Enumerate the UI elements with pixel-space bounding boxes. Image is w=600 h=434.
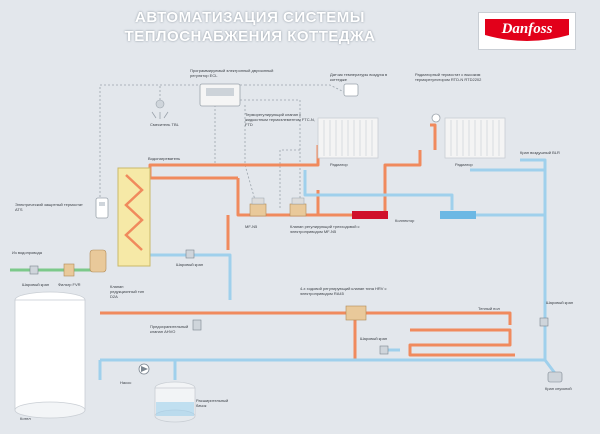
shower-icon: [151, 99, 169, 119]
ball-valve-left-icon: [29, 265, 39, 275]
boiler-heater-icon: [117, 167, 151, 267]
controller-icon: [199, 83, 241, 107]
label-radiator-thermostat: Радиаторный термостат с высоким терморег…: [415, 72, 482, 82]
title-line-2: ТЕПЛОСНАБЖЕНИЯ КОТТЕДЖА: [124, 28, 376, 45]
label-outdoor-sensor: Датчик температуры воздуха в коттедже: [330, 72, 388, 82]
label-storage-tank: Котел: [20, 416, 31, 421]
valve-icon-motor-1: [249, 197, 267, 217]
label-safety-valve: Предохранительный клапан AHVO: [150, 324, 189, 334]
bottom-right-valve-icon: [547, 371, 563, 383]
radiator-icon-2: [444, 117, 506, 159]
label-pressure-reducer: Клапан редукционный тип D2A: [110, 284, 145, 299]
label-ball-valve-left: Шаровый кран: [22, 282, 50, 287]
valve-icon-motor-2: [289, 197, 307, 217]
label-expansion-tank: Расширительный бачок: [196, 398, 229, 408]
label-shower: Смеситель TBL: [150, 122, 179, 127]
danfoss-logo-mark: Danfoss: [485, 19, 569, 41]
label-motor-valve-1: MF-N5: [245, 224, 258, 229]
valve-icon-three-way: [345, 305, 367, 321]
cold-pipes: [98, 158, 562, 381]
label-radiator-2: Радиатор: [455, 162, 473, 167]
title-line-1: АВТОМАТИЗАЦИЯ СИСТЕМЫ: [135, 9, 365, 26]
ball-valve-right-icon: [539, 317, 549, 327]
label-collector: Коллектор: [395, 218, 415, 223]
logo-text: Danfoss: [501, 21, 553, 37]
label-controller: Программируемый электронный двухзонный р…: [190, 68, 274, 78]
label-water-supply: Из водопровода: [12, 250, 42, 255]
label-electric-thermostat: Электрический защитный термостат ATS: [15, 202, 83, 212]
label-filter: Фильтр FVR: [58, 282, 81, 287]
label-bottom-right-valve: Кран спускной: [545, 386, 572, 391]
label-motor-valve-2: Клапан регулирующий трехходовой с электр…: [290, 224, 360, 234]
label-radiator-1: Радиатор: [330, 162, 348, 167]
storage-tank-icon: [14, 291, 86, 419]
label-ball-valve-bottom: Шаровый кран: [360, 336, 388, 341]
label-air-vent: Кран воздушный BLR: [520, 150, 560, 155]
room-sensor-icon: [343, 83, 359, 97]
hot-pipes: [100, 123, 515, 360]
water-filter-icon: [63, 263, 75, 277]
safety-valve-icon: [192, 319, 202, 331]
thermostat-head-icon: [431, 113, 441, 123]
label-hot-water-valve: Терморегулирующий клапан с жидкостным те…: [245, 112, 315, 127]
label-boiler: Водонагреватель: [148, 156, 181, 161]
ball-valve-bottom-icon: [379, 345, 389, 355]
electric-thermostat-icon: [95, 197, 109, 219]
radiator-icon-1: [317, 117, 379, 159]
page-title: АВТОМАТИЗАЦИЯ СИСТЕМЫ ТЕПЛОСНАБЖЕНИЯ КОТ…: [70, 8, 430, 46]
label-ball-valve-mid: Шаровый кран: [176, 262, 204, 267]
water-pipe: [10, 255, 102, 272]
ball-valve-mid-icon: [185, 249, 195, 259]
collector-icon-cold: [440, 211, 476, 219]
label-pump: Насос: [120, 380, 132, 385]
label-three-way-valve: 4-х ходовой регулирующий клапан типа HRV…: [300, 286, 387, 296]
danfoss-logo: Danfoss: [478, 12, 576, 50]
collector-icon-hot: [352, 211, 388, 219]
pump-icon: [138, 363, 150, 375]
reducer-icon: [89, 249, 107, 273]
label-warm-floor: Теплый пол: [478, 306, 500, 311]
label-ball-valve-right: Шаровый кран: [546, 300, 574, 305]
expansion-tank-icon: [154, 381, 196, 423]
ball-valves: [29, 249, 549, 355]
